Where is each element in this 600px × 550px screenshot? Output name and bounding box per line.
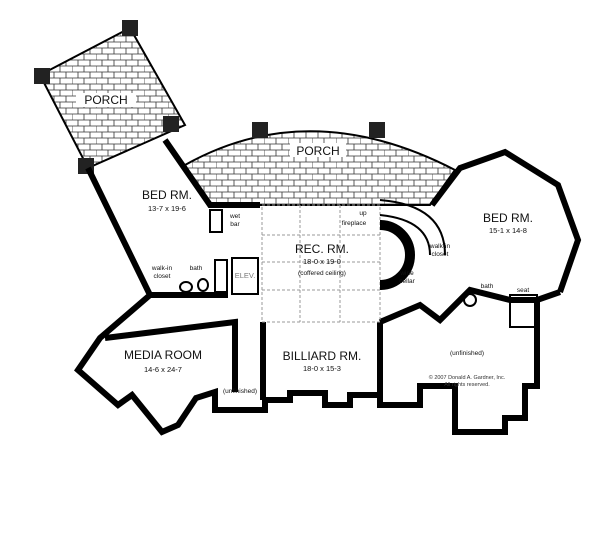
exterior-wall [162, 138, 260, 208]
interior-wall [104, 318, 238, 392]
elevator [231, 257, 259, 295]
bed-room-right-dims: 15-1 x 14-8 [489, 226, 527, 235]
tub [214, 259, 228, 293]
pillar [34, 68, 50, 84]
porch-label: PORCH [296, 144, 339, 158]
main-porch: PORCH [183, 122, 457, 206]
room-labels: BED RM. 13-7 x 19-6 REC. RM. 18-0 x 19-0… [124, 188, 533, 395]
seat-label: seat [517, 287, 529, 294]
wine-cellar-label: cellar [399, 278, 415, 285]
unfinished-label: (unfinished) [223, 388, 257, 395]
pillar [369, 122, 385, 138]
coffered-ceiling-grid [261, 204, 381, 323]
bath-label: bath [481, 283, 494, 290]
walk-in-closet-label: closet [432, 251, 449, 258]
media-room-dims: 14-6 x 24-7 [144, 365, 182, 374]
wet-bar-label: wet [229, 213, 240, 220]
bath-label: bath [190, 265, 203, 272]
fireplace-label: fireplace [342, 220, 367, 227]
exterior-wall [429, 148, 582, 293]
walk-in-closet-label: walk-in [151, 265, 173, 272]
rec-room-dims: 18-0 x 19-0 [303, 257, 341, 266]
exterior-wall [74, 166, 561, 436]
pillar [252, 122, 268, 138]
sink [179, 281, 193, 293]
elevator-label: ELEV. [235, 271, 256, 280]
shower [509, 294, 538, 328]
bed-room-left-label: BED RM. [142, 188, 192, 202]
copyright-text: All rights reserved. [444, 382, 490, 388]
bed-room-left-dims: 13-7 x 19-6 [148, 204, 186, 213]
stairs [379, 199, 446, 256]
toilet [197, 278, 209, 292]
porch-label: PORCH [84, 93, 127, 107]
wine-cellar-label: wine [399, 270, 414, 277]
wet-bar-label: bar [230, 221, 240, 228]
bed-room-right-label: BED RM. [483, 211, 533, 225]
billiard-room-label: BILLIARD RM. [283, 349, 362, 363]
unfinished-label: (unfinished) [450, 350, 484, 357]
interior-wall [378, 286, 537, 325]
toilet [463, 293, 477, 307]
rec-room-label: REC. RM. [295, 242, 349, 256]
billiard-room-dims: 18-0 x 15-3 [303, 364, 341, 373]
wet-bar [209, 209, 223, 233]
media-room-label: MEDIA ROOM [124, 348, 202, 362]
pillar [122, 20, 138, 36]
left-porch: PORCH [34, 20, 187, 174]
walk-in-closet-label: closet [154, 273, 171, 280]
pillar [163, 116, 179, 132]
fireplace [379, 220, 415, 290]
walk-in-closet-label: walk-in [429, 243, 451, 250]
copyright-text: © 2007 Donald A. Gardner, Inc. [429, 374, 506, 381]
rec-room-note: (coffered ceiling) [298, 270, 346, 277]
stairs-up-label: up [359, 210, 367, 217]
